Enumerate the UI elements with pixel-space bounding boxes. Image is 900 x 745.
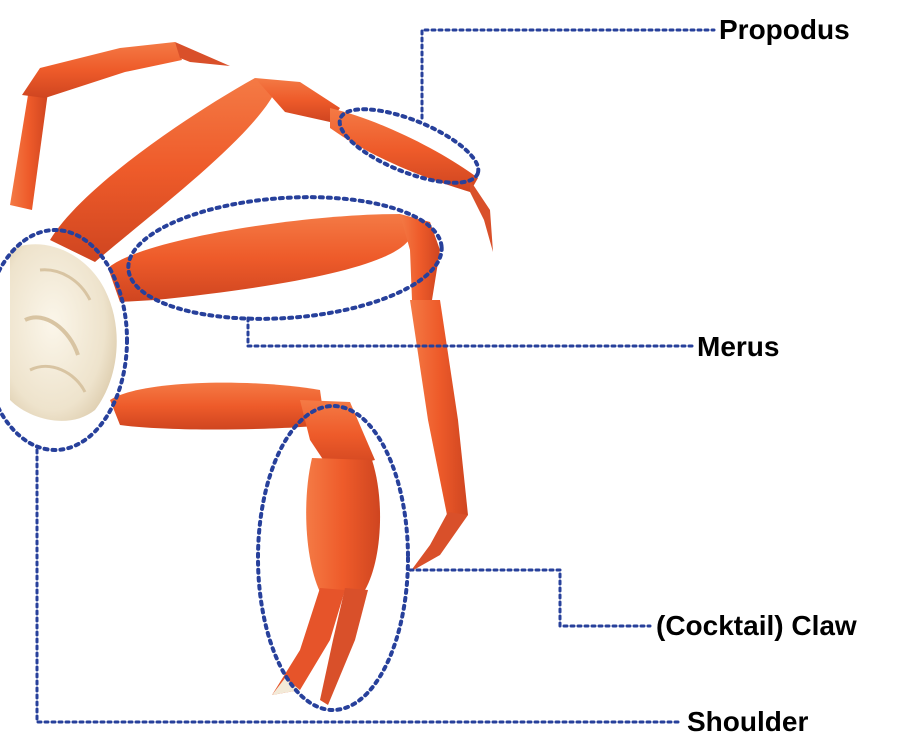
merus-label: Merus	[697, 333, 779, 361]
shoulder-body	[10, 244, 117, 421]
claw-label: (Cocktail) Claw	[656, 612, 857, 640]
propodus-leader-line	[422, 30, 714, 118]
claw-leg	[110, 383, 380, 705]
merus-leader-line	[248, 318, 692, 346]
claw-leader-line	[410, 570, 650, 626]
propodus-label: Propodus	[719, 16, 850, 44]
shoulder-label: Shoulder	[687, 708, 808, 736]
